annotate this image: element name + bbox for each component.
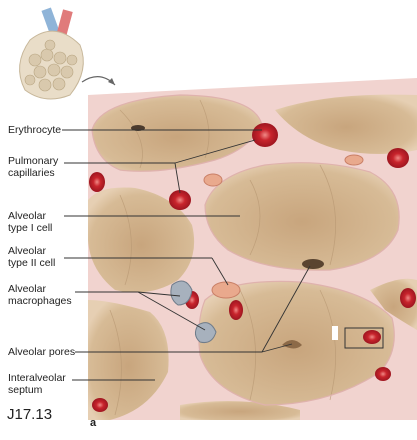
panel-letter: a (90, 417, 97, 429)
alveolus (275, 94, 417, 154)
type-i-nucleus (131, 125, 145, 131)
detail-box (344, 327, 384, 349)
erythrocyte (375, 367, 391, 381)
figure-code: J17.13 (7, 406, 53, 423)
erythrocyte (363, 330, 381, 344)
erythrocyte (92, 398, 108, 412)
erythrocyte (169, 190, 191, 210)
alveolus (88, 300, 169, 420)
erythrocyte (400, 288, 416, 308)
label-erythrocyte: Erythrocyte (8, 124, 62, 136)
label-alveolar-macrophages: Alveolar macrophages (8, 283, 72, 307)
erythrocyte (252, 123, 278, 147)
erythrocytes (89, 123, 416, 412)
erythrocyte (229, 300, 243, 320)
erythrocyte (387, 148, 409, 168)
erythrocyte (89, 172, 105, 192)
label-alveolar-type-i-cell: Alveolar type I cell (8, 210, 53, 234)
type-ii-cell (211, 281, 241, 299)
alveolus (92, 95, 262, 172)
type-ii-cells (203, 154, 364, 299)
detail-marker (332, 326, 338, 340)
bronchiole-inset (19, 7, 116, 100)
label-pulmonary-capillaries: Pulmonary capillaries (8, 155, 59, 179)
alveolus (180, 401, 300, 420)
type-ii-cell (203, 173, 223, 187)
type-ii-cell (344, 154, 364, 166)
label-alveolar-type-ii-cell: Alveolar type II cell (8, 245, 56, 269)
leader-lines (62, 129, 311, 381)
alveolar-panel (88, 78, 417, 420)
type-i-nucleus (302, 259, 324, 269)
label-alveolar-pores: Alveolar pores (8, 346, 76, 358)
alveolus (205, 162, 400, 271)
alveolus (88, 187, 195, 293)
label-interalveolar-septum: Interalveolar septum (8, 372, 66, 396)
macrophage (170, 280, 193, 306)
